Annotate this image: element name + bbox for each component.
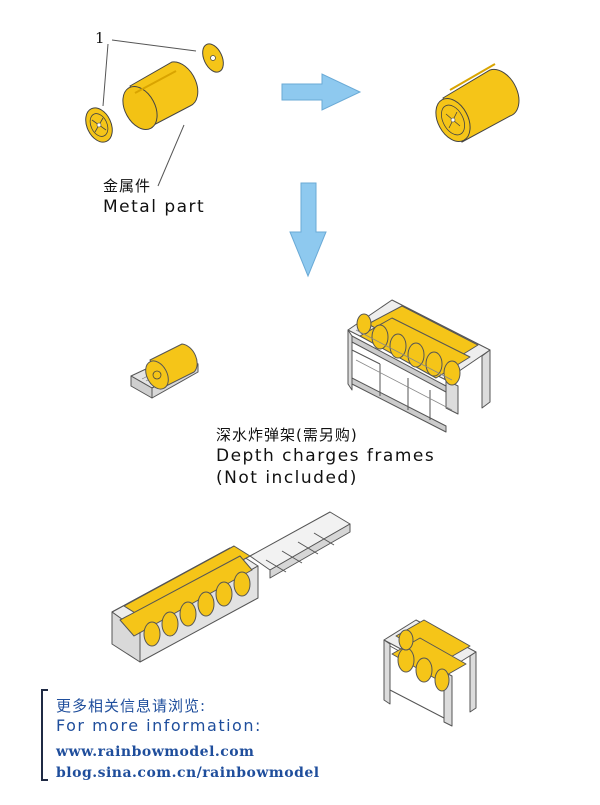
- frames-label-cn: 深水炸弹架(需另购): [216, 426, 358, 444]
- end-cap-right: [202, 43, 224, 73]
- callout-lines: [102, 39, 197, 187]
- arrow-right-icon: [281, 73, 362, 111]
- info-bracket: [41, 689, 48, 781]
- metal-part-label-cn: 金属件: [103, 177, 152, 195]
- long-rack-with-rail: [111, 511, 351, 663]
- callout-number: 1: [95, 29, 105, 47]
- website-link[interactable]: www.rainbowmodel.com: [56, 744, 255, 760]
- double-rack-top: [347, 299, 491, 433]
- single-rack: [130, 343, 199, 399]
- frames-note-en: (Not included): [216, 468, 358, 488]
- metal-part-label-en: Metal part: [103, 197, 206, 217]
- frames-label-en: Depth charges frames: [216, 446, 436, 466]
- canister-body: [122, 61, 199, 130]
- arrow-down-icon: [289, 182, 327, 278]
- info-label-cn: 更多相关信息请浏览:: [56, 697, 207, 715]
- double-rack-bottom: [383, 619, 477, 727]
- assembled-canister: [435, 63, 520, 143]
- blog-link[interactable]: blog.sina.com.cn/rainbowmodel: [56, 765, 320, 781]
- end-cap-left: [85, 107, 113, 143]
- info-label-en: For more information:: [56, 716, 262, 735]
